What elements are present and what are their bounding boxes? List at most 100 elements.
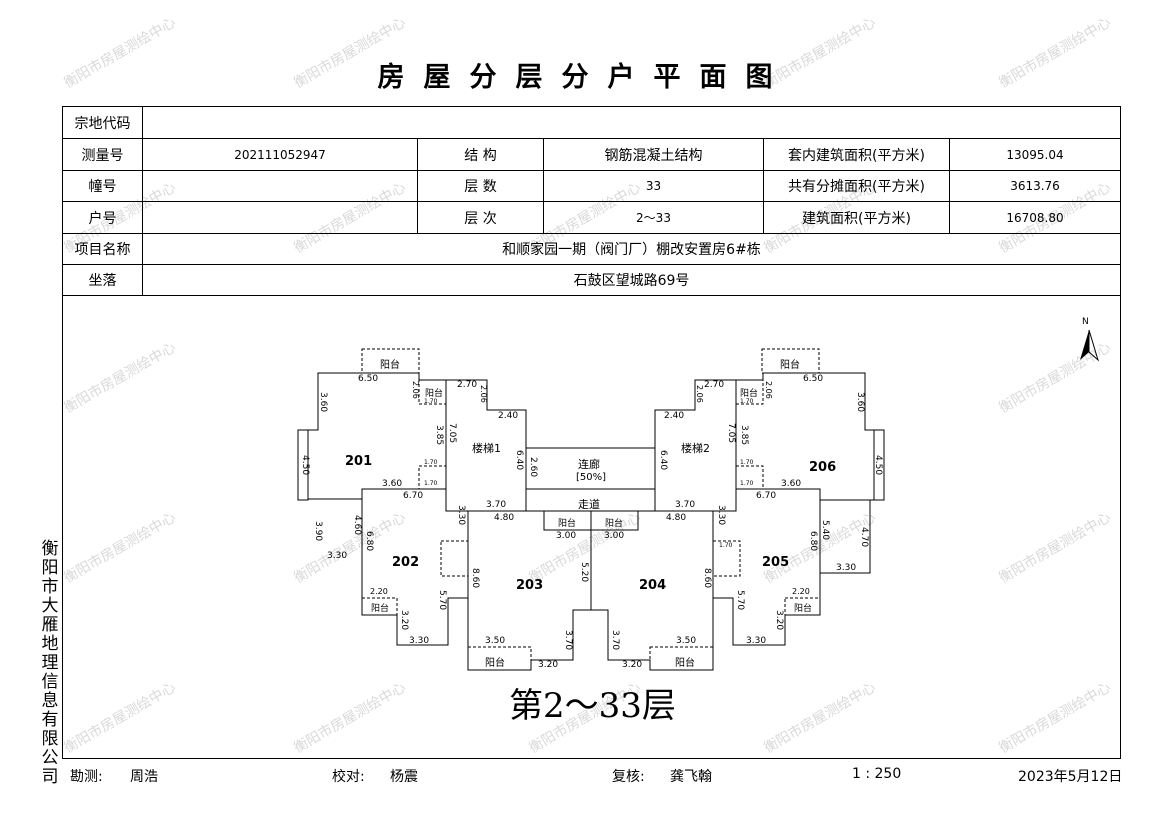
- dim-label: 6.50: [358, 374, 379, 384]
- survey-no-label: 测量号: [81, 147, 124, 164]
- dim-label: 6.80: [808, 531, 818, 552]
- date: 2023年5月12日: [1018, 769, 1123, 785]
- structure-value: 钢筋混凝土结构: [604, 147, 703, 164]
- unit-no-label: 户号: [88, 210, 117, 227]
- dim-label: 1.70: [740, 480, 754, 487]
- walkway-label: 走道: [578, 498, 600, 511]
- dim-label: 3.60: [318, 392, 328, 413]
- dim-label: 3.70: [610, 630, 620, 651]
- inner-area-label: 套内建筑面积(平方米): [788, 147, 925, 164]
- shared-area-label: 共有分摊面积(平方米): [788, 179, 925, 195]
- unit-203-label: 203: [516, 578, 544, 593]
- dim-label: 3.60: [781, 479, 802, 489]
- balcony-206-side: [735, 379, 764, 405]
- dim-label: 2.06: [764, 381, 773, 399]
- balcony-label: 阳台: [425, 389, 444, 399]
- location-value: 石鼓区望城路69号: [573, 273, 690, 289]
- dim-label: 7.05: [447, 423, 457, 444]
- company-side-label: 衡阳市大雁地理信息有限公司: [41, 539, 59, 787]
- dim-label: 4.50: [300, 455, 310, 476]
- dim-label: 6.50: [803, 374, 824, 384]
- balcony-label: 阳台: [740, 389, 759, 399]
- corridor-ratio: [50%]: [576, 472, 607, 483]
- dim-label: 6.40: [658, 450, 668, 471]
- location-label: 坐落: [88, 273, 117, 289]
- dim-label: 6.40: [514, 450, 524, 471]
- dim-label: 3.70: [486, 500, 507, 510]
- dim-label: 1.70: [719, 542, 733, 549]
- unit-201-outline: [297, 372, 447, 501]
- balcony-202-bottom: [361, 597, 398, 616]
- balcony-205-side: [712, 540, 741, 577]
- dim-label: 4.60: [352, 515, 362, 536]
- dim-label: 3.60: [855, 392, 865, 413]
- dim-label: 3.30: [456, 505, 466, 526]
- balcony-204-bottom: [649, 646, 714, 671]
- balcony-206-top: [761, 348, 820, 374]
- dim-label: 4.70: [859, 527, 869, 548]
- unit-204-label: 204: [639, 578, 667, 593]
- dim-label: 3.30: [836, 563, 857, 573]
- page-title: 房屋分层分户平面图: [377, 62, 792, 93]
- dim-label: 2.60: [528, 457, 538, 478]
- balcony-201-side: [418, 379, 447, 405]
- dim-label: 2.70: [704, 380, 725, 390]
- floor-range-value: 2～33: [636, 211, 671, 225]
- structure-label: 结 构: [464, 147, 497, 164]
- dim-label: 6.70: [403, 491, 424, 501]
- dim-label: 3.60: [382, 479, 403, 489]
- dim-label: 2.70: [457, 380, 478, 390]
- inner-area-value: 13095.04: [1006, 147, 1064, 162]
- floors-value: 33: [645, 179, 662, 193]
- dim-label: 2.06: [411, 381, 420, 399]
- survey-no-value: 202111052947: [234, 147, 326, 162]
- unit-202-outline: [361, 488, 469, 646]
- dim-label: 2.20: [792, 587, 810, 596]
- dim-label: 2.20: [370, 587, 388, 596]
- dim-label: 5.20: [579, 562, 589, 583]
- dim-label: 1.70: [424, 398, 438, 405]
- balcony-label: 阳台: [794, 604, 813, 614]
- dim-label: 3.30: [327, 551, 348, 561]
- dim-label: 3.20: [399, 610, 409, 631]
- dim-label: 3.20: [622, 660, 643, 670]
- dim-label: 2.40: [664, 411, 685, 421]
- corridor-label: 连廊: [578, 458, 600, 471]
- dim-label: 3.00: [604, 531, 625, 541]
- balcony-202-side: [440, 540, 469, 577]
- dim-label: 3.50: [676, 636, 697, 646]
- scale: 1 : 250: [852, 766, 902, 782]
- floor-caption: 第2～33层: [509, 686, 676, 726]
- dim-label: 3.00: [556, 531, 577, 541]
- parcel-code-label: 宗地代码: [74, 115, 131, 132]
- dim-label: 4.80: [494, 513, 515, 523]
- project-value: 和顺家园一期（阀门厂）棚改安置房6#栋: [502, 242, 761, 258]
- review-label: 复核:: [612, 769, 645, 785]
- dim-label: 4.50: [873, 455, 883, 476]
- balcony-label: 阳台: [380, 360, 400, 371]
- unit-202-label: 202: [392, 555, 420, 570]
- north-arrow-icon: [1080, 330, 1089, 360]
- dim-label: 3.30: [409, 636, 430, 646]
- floors-label: 层 数: [464, 179, 497, 195]
- dim-label: 3.30: [746, 636, 767, 646]
- dim-label: 2.06: [695, 385, 704, 403]
- dim-label: 5.40: [820, 520, 830, 541]
- dim-label: 1.70: [424, 459, 438, 466]
- unit-205-label: 205: [762, 555, 790, 570]
- dim-label: 8.60: [470, 568, 480, 589]
- dim-label: 6.80: [364, 531, 374, 552]
- dim-label: 3.20: [774, 610, 784, 631]
- dim-label: 1.70: [424, 480, 438, 487]
- stair1-label: 楼梯1: [472, 442, 501, 455]
- unit-201-label: 201: [345, 454, 373, 469]
- building-no-label: 幢号: [88, 179, 117, 195]
- dim-label: 1.70: [740, 398, 754, 405]
- dim-label: 3.50: [485, 636, 506, 646]
- balcony-label: 阳台: [675, 658, 695, 669]
- stair2-label: 楼梯2: [681, 442, 710, 455]
- balcony-label: 阳台: [605, 519, 624, 529]
- north-label: N: [1082, 317, 1089, 327]
- unit-206-label: 206: [809, 460, 837, 475]
- review-name: 龚飞翰: [670, 769, 712, 785]
